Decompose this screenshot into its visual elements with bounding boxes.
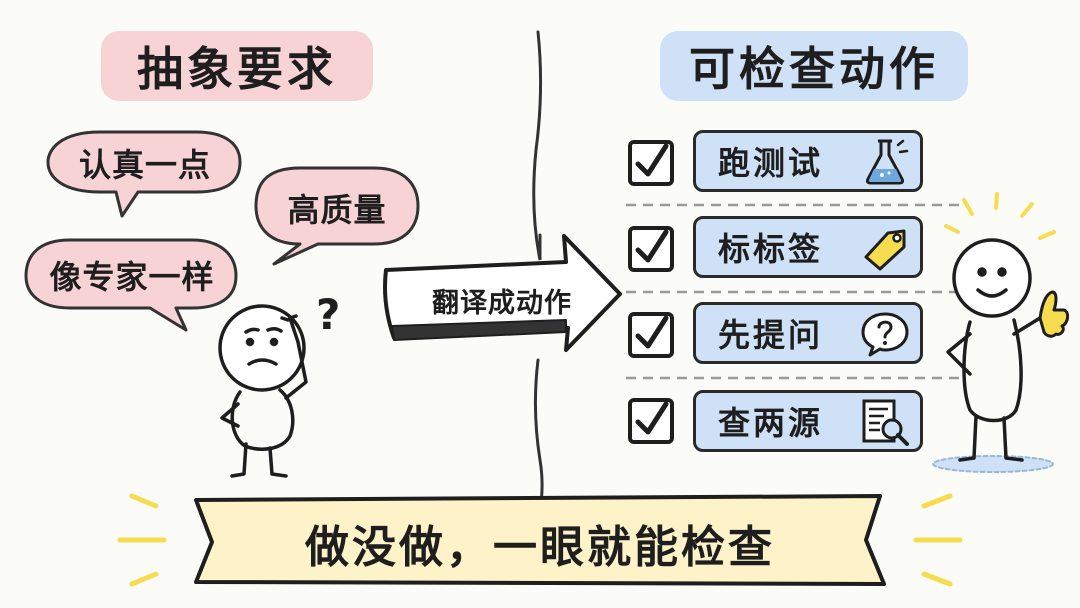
- bubble-text-1: 认真一点: [78, 146, 211, 184]
- action-label-2: 标标签: [718, 230, 824, 268]
- bubble-shape-2: [254, 166, 420, 266]
- tag-icon: [864, 229, 906, 271]
- action-box-3: 先提问: [693, 302, 923, 364]
- right-title: 可检查动作: [660, 31, 968, 101]
- action-label-1: 跑测试: [718, 144, 824, 182]
- action-box-2: 标标签: [693, 216, 923, 278]
- happy-figure: [932, 238, 1070, 473]
- banner-shape: [194, 494, 886, 586]
- action-box-4: 查两源: [693, 390, 923, 452]
- checkbox-1[interactable]: [628, 140, 674, 186]
- translate-arrow: [383, 234, 622, 352]
- checkbox-4[interactable]: [628, 398, 674, 444]
- flask-icon: [865, 139, 909, 185]
- check-icon: [635, 143, 669, 177]
- check-icon: [635, 229, 669, 263]
- check-icon: [635, 315, 669, 349]
- question-mark: ?: [316, 290, 341, 339]
- confused-figure: [218, 304, 308, 478]
- question-bubble-icon: [861, 312, 909, 357]
- sparkle-lines: [944, 192, 1056, 240]
- bubble-text-2: 高质量: [287, 191, 387, 229]
- bubble-shape-3: [24, 238, 238, 332]
- bubble-text-3: 像专家一样: [49, 258, 215, 296]
- left-title: 抽象要求: [101, 31, 373, 101]
- row-separators: [626, 203, 960, 380]
- banner-text: 做没做，一眼就能检查: [305, 522, 775, 573]
- action-box-1: 跑测试: [693, 130, 923, 192]
- checkbox-3[interactable]: [628, 312, 674, 358]
- bubble-shape-1: [46, 130, 242, 218]
- check-icon: [635, 401, 669, 435]
- checkbox-2[interactable]: [628, 226, 674, 272]
- banner-sparkles: [117, 493, 963, 587]
- action-label-3: 先提问: [718, 316, 824, 354]
- arrow-label: 翻译成动作: [432, 287, 572, 319]
- magnifier-document-icon: [862, 399, 909, 446]
- action-label-4: 查两源: [718, 404, 824, 442]
